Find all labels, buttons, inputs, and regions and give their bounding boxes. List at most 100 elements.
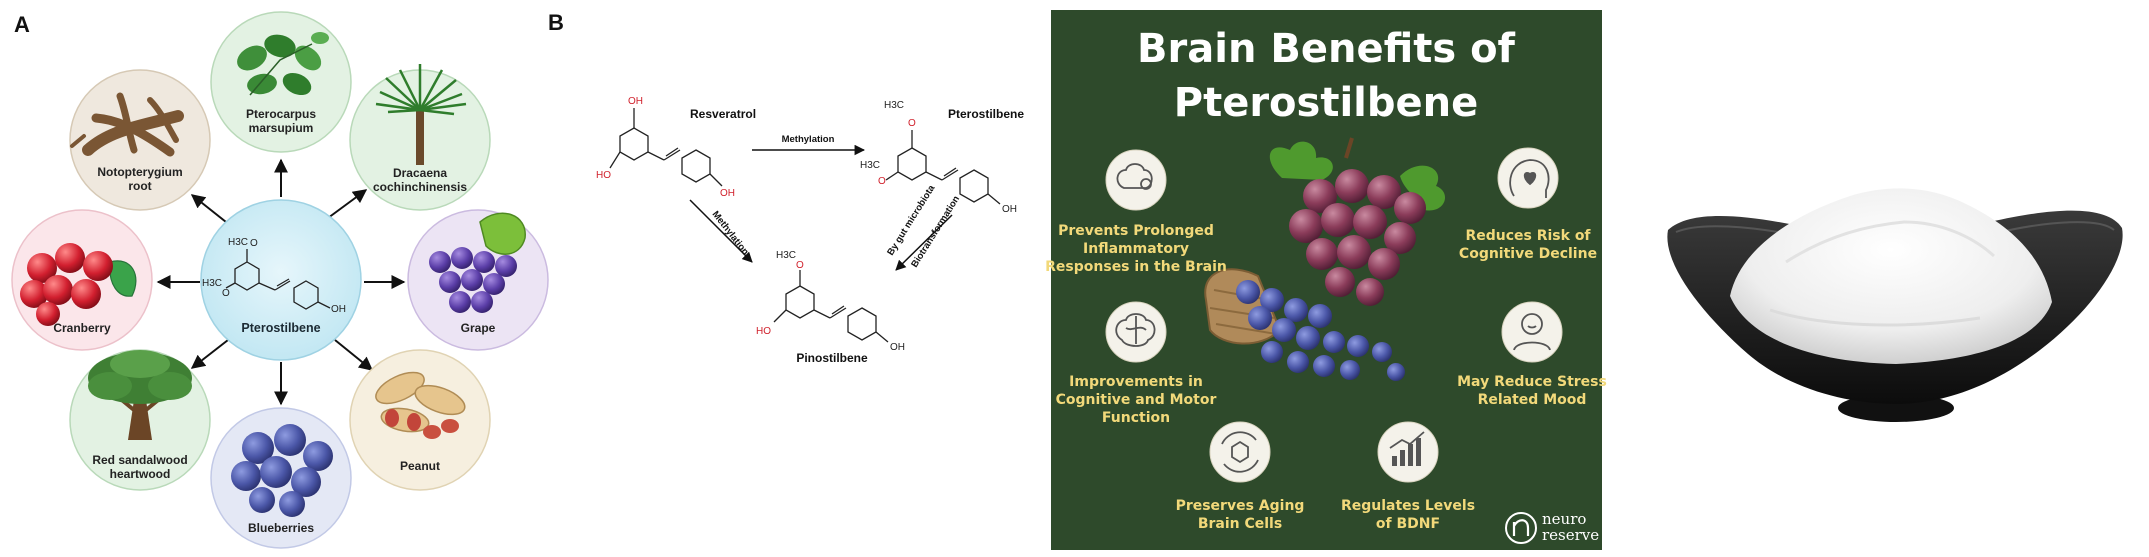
root-illustration bbox=[70, 92, 184, 157]
hub-group-h3c-left: H3C bbox=[202, 278, 222, 289]
benefit-line1: May Reduce Stress bbox=[1457, 374, 1607, 390]
source-label-line2: heartwood bbox=[110, 467, 171, 481]
pterostilbene-structure-b bbox=[885, 130, 1001, 205]
source-label-line1: Notopterygium bbox=[97, 165, 182, 179]
brain-gear-icon bbox=[1116, 163, 1153, 190]
arrow-to-peanut bbox=[334, 339, 374, 371]
pterostilbene-o-left: O bbox=[878, 176, 886, 187]
benefit-line2: of BDNF bbox=[1376, 516, 1440, 532]
hub-group-h3c-top: H3C bbox=[228, 237, 248, 248]
source-label: Blueberries bbox=[248, 521, 314, 535]
label-methylation-top: Methylation bbox=[782, 134, 835, 145]
calm-person-icon bbox=[1513, 313, 1551, 351]
hub-group-o-top: O bbox=[250, 238, 258, 249]
source-label-line2: cochinchinensis bbox=[373, 180, 467, 194]
pterostilbene-structure bbox=[225, 249, 331, 310]
source-label: Grape bbox=[461, 321, 496, 335]
bar-chart-icon bbox=[1389, 431, 1425, 466]
source-label: Cranberry bbox=[53, 321, 111, 335]
pinostilbene-label: Pinostilbene bbox=[796, 351, 868, 365]
source-label-line1: Pterocarpus bbox=[246, 107, 316, 121]
leaf-illustration bbox=[237, 32, 329, 96]
source-red-sandalwood: Red sandalwood heartwood bbox=[69, 349, 211, 491]
pterostilbene-label-b: Pterostilbene bbox=[948, 107, 1024, 121]
panel-b: B OH HO OH Resveratrol Methylation bbox=[548, 10, 1024, 365]
panel-a: A H3C bbox=[11, 11, 549, 549]
arrow-methylation-diagonal bbox=[689, 199, 753, 263]
source-label-line2: root bbox=[128, 179, 151, 193]
arrow-gut-microbiota bbox=[895, 214, 953, 271]
benefit-improvements-cognitive-motor: Improvements in Cognitive and Motor Func… bbox=[1056, 301, 1216, 426]
benefit-line3: Responses in the Brain bbox=[1045, 259, 1227, 275]
source-label: Peanut bbox=[400, 459, 440, 473]
pinostilbene-structure bbox=[773, 270, 889, 343]
benefit-line1: Reduces Risk of bbox=[1465, 228, 1591, 244]
resveratrol-oh-top: OH bbox=[628, 96, 643, 107]
pterostilbene-h3c-top: H3C bbox=[884, 100, 904, 111]
benefit-reduces-cognitive-decline: Reduces Risk of Cognitive Decline bbox=[1459, 147, 1597, 262]
pterostilbene-oh: OH bbox=[1002, 204, 1017, 215]
pinostilbene-oh: OH bbox=[890, 342, 905, 353]
source-label-line1: Dracaena bbox=[393, 166, 447, 180]
source-grape: Grape bbox=[407, 209, 549, 351]
benefit-line1: Regulates Levels bbox=[1341, 498, 1475, 514]
cell-cycle-icon bbox=[1221, 431, 1259, 473]
benefit-line2: Cognitive Decline bbox=[1459, 246, 1597, 262]
source-dracaena: Dracaena cochinchinensis bbox=[349, 64, 491, 211]
grape-illustration bbox=[429, 212, 526, 313]
source-label-line1: Red sandalwood bbox=[92, 453, 187, 467]
benefit-line3: Function bbox=[1102, 410, 1170, 426]
label-methylation-diagonal: Methylation bbox=[710, 209, 751, 258]
brain-benefits-infographic: Brain Benefits of Pterostilbene bbox=[1045, 10, 1607, 550]
benefit-reduce-stress: May Reduce Stress Related Mood bbox=[1457, 301, 1607, 408]
neuro-reserve-logo: neuro reserve bbox=[1505, 510, 1599, 544]
resveratrol-ho-left: HO bbox=[596, 170, 611, 181]
white-powder-mound bbox=[1730, 188, 2052, 364]
source-cranberry: Cranberry bbox=[11, 209, 153, 351]
infographic-title-line2: Pterostilbene bbox=[1174, 80, 1479, 126]
logo-line1: neuro bbox=[1542, 510, 1586, 528]
powder-photo bbox=[1667, 188, 2123, 422]
brain-icon bbox=[1115, 313, 1156, 347]
benefit-regulates-bdnf: Regulates Levels of BDNF bbox=[1341, 421, 1475, 532]
panel-a-letter: A bbox=[14, 12, 30, 37]
source-blueberries: Blueberries bbox=[210, 407, 352, 549]
tree-illustration bbox=[88, 350, 192, 440]
logo-line2: reserve bbox=[1542, 526, 1599, 544]
hub-group-oh: OH bbox=[331, 304, 346, 315]
benefit-line1: Preserves Aging bbox=[1176, 498, 1305, 514]
arrow-to-red-sandalwood bbox=[190, 339, 229, 369]
source-label-line2: marsupium bbox=[249, 121, 314, 135]
cranberry-illustration bbox=[20, 243, 137, 326]
panel-b-letter: B bbox=[548, 10, 564, 35]
peanut-illustration bbox=[375, 371, 466, 439]
pinostilbene-o: O bbox=[796, 260, 804, 271]
arrow-to-dracaena bbox=[327, 189, 368, 219]
pterostilbene-o-top: O bbox=[908, 118, 916, 129]
fruit-illustration bbox=[1204, 137, 1446, 381]
benefit-line2: Brain Cells bbox=[1198, 516, 1282, 532]
infographic-title-line1: Brain Benefits of bbox=[1137, 26, 1516, 72]
head-heart-icon bbox=[1509, 159, 1550, 198]
source-peanut: Peanut bbox=[349, 349, 491, 491]
pinostilbene-h3c: H3C bbox=[776, 250, 796, 261]
palm-illustration bbox=[375, 64, 467, 165]
benefit-line1: Prevents Prolonged bbox=[1058, 223, 1214, 239]
resveratrol-label: Resveratrol bbox=[690, 107, 756, 121]
benefit-line1: Improvements in bbox=[1069, 374, 1203, 390]
pinostilbene-ho: HO bbox=[756, 326, 771, 337]
pterostilbene-h3c-left: H3C bbox=[860, 160, 880, 171]
hub-arrows bbox=[156, 158, 406, 406]
benefit-prevents-inflammatory: Prevents Prolonged Inflammatory Response… bbox=[1045, 149, 1227, 275]
resveratrol-structure bbox=[609, 108, 723, 187]
hub-group-o-left: O bbox=[222, 288, 230, 299]
blueberry-illustration bbox=[231, 424, 333, 517]
source-notopterygium: Notopterygium root bbox=[69, 69, 211, 211]
hub-label: Pterostilbene bbox=[241, 321, 320, 335]
arrow-to-notopterygium bbox=[190, 194, 227, 223]
blueberry-basket bbox=[1204, 268, 1405, 381]
source-pterocarpus: Pterocarpus marsupium bbox=[210, 11, 352, 153]
benefit-preserves-aging-cells: Preserves Aging Brain Cells bbox=[1176, 421, 1305, 532]
resveratrol-oh-right: OH bbox=[720, 188, 735, 199]
